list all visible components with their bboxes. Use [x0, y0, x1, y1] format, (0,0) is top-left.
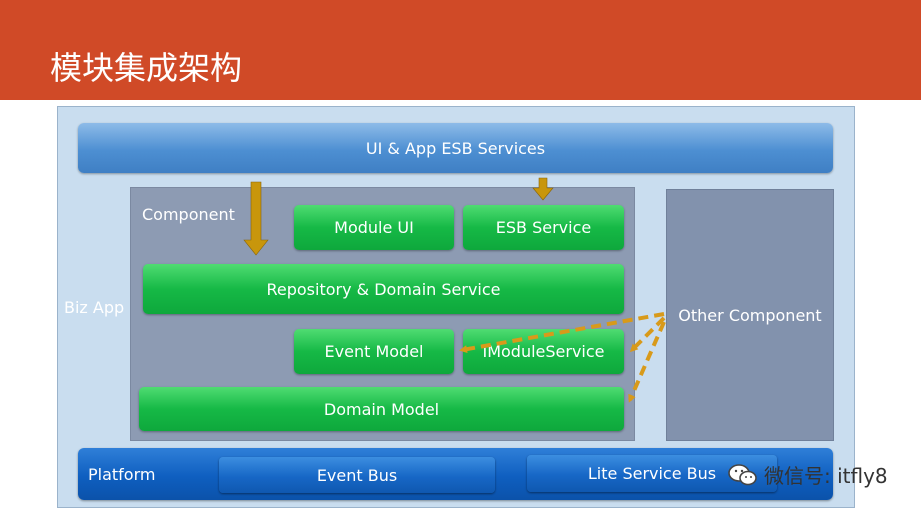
module-ui-block: Module UI [294, 205, 454, 250]
wechat-icon [728, 463, 757, 485]
title-banner [0, 0, 921, 100]
dashed-arrow-to-event-model [459, 312, 665, 354]
down-arrow-to-repository [243, 181, 269, 256]
dashed-arrow-to-domain-model [628, 321, 666, 403]
watermark-text: 微信号: itfly8 [764, 464, 888, 488]
component-label: Component [142, 205, 235, 224]
repository-domain-service-block: Repository & Domain Service [143, 264, 624, 314]
dashed-arrow-to-imodule-service [629, 316, 666, 353]
domain-model-block: Domain Model [139, 387, 624, 431]
platform-label: Platform [88, 465, 156, 484]
down-arrow-to-esb-service [532, 177, 554, 201]
slide-title: 模块集成架构 [50, 49, 243, 87]
event-bus-block: Event Bus [219, 457, 495, 493]
imodule-service-block: IModuleService [463, 329, 624, 374]
other-component-box: Other Component [666, 189, 834, 441]
biz-app-label: Biz App [64, 298, 125, 317]
wechat-watermark: 微信号: itfly8 [728, 460, 888, 489]
esb-service-block: ESB Service [463, 205, 624, 250]
event-model-block: Event Model [294, 329, 454, 374]
ui-app-esb-services-bar: UI & App ESB Services [78, 123, 833, 173]
